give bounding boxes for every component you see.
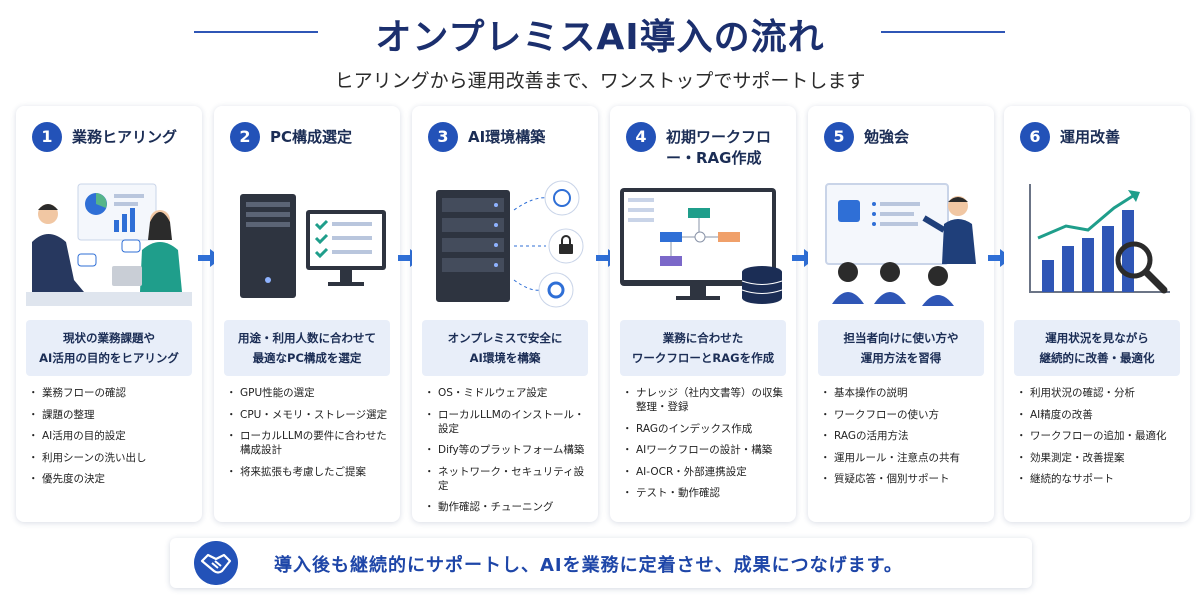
step-card-4: 4 初期ワークフロー・RAG作成 業務に合わせた ワークフローとRAGを作成 ナ… xyxy=(610,106,796,522)
step-bullets: OS・ミドルウェア設定 ローカルLLMのインストール・設定 Dify等のプラット… xyxy=(424,386,592,522)
summary-line: 運用状況を見ながら xyxy=(1045,331,1149,345)
summary-line: 運用方法を習得 xyxy=(860,351,942,365)
summary-line: 最適なPC構成を選定 xyxy=(252,351,362,365)
handshake-icon xyxy=(194,541,238,585)
step-summary: 担当者向けに使い方や 運用方法を習得 xyxy=(818,320,984,376)
summary-line: AI環境を構築 xyxy=(469,351,541,365)
list-item: ナレッジ（社内文書等）の収集整理・登録 xyxy=(622,386,790,414)
title-rule-right xyxy=(881,31,1005,33)
step-title: AI環境構築 xyxy=(468,128,546,146)
step-summary: オンプレミスで安全に AI環境を構築 xyxy=(422,320,588,376)
list-item: 継続的なサポート xyxy=(1016,472,1184,486)
seminar-illustration-icon xyxy=(825,183,976,306)
step-number: 5 xyxy=(824,122,854,152)
step-bullets: 基本操作の説明 ワークフローの使い方 RAGの活用方法 運用ルール・注意点の共有… xyxy=(820,386,988,494)
step-header: 6 運用改善 xyxy=(1020,122,1182,172)
list-item: RAGのインデックス作成 xyxy=(622,422,790,436)
summary-line: AI活用の目的をヒアリング xyxy=(39,351,179,365)
step-title: 業務ヒアリング xyxy=(72,128,178,146)
summary-line: 用途・利用人数に合わせて xyxy=(238,331,376,345)
support-banner: 導入後も継続的にサポートし、AIを業務に定着させ、成果につなげます。 xyxy=(170,538,1032,588)
list-item: RAGの活用方法 xyxy=(820,429,988,443)
list-item: 利用状況の確認・分析 xyxy=(1016,386,1184,400)
list-item: AIワークフローの設計・構築 xyxy=(622,443,790,457)
step-card-1: 1 業務ヒアリング 現状の業務課題や AI活用の目的をヒアリング 業務フローの確… xyxy=(16,106,202,522)
list-item: テスト・動作確認 xyxy=(622,486,790,500)
list-item: 課題の整理 xyxy=(28,408,196,422)
step-number: 1 xyxy=(32,122,62,152)
step-bullets: GPU性能の選定 CPU・メモリ・ストレージ選定 ローカルLLMの要件に合わせた… xyxy=(226,386,394,486)
list-item: AI活用の目的設定 xyxy=(28,429,196,443)
list-item: CPU・メモリ・ストレージ選定 xyxy=(226,408,394,422)
meeting-illustration-icon xyxy=(26,183,192,306)
list-item: 運用ルール・注意点の共有 xyxy=(820,451,988,465)
step-card-3: 3 AI環境構築 オンプレミスで安全に AI環境を構築 OS・ミドルウェア設定 … xyxy=(412,106,598,522)
summary-line: 担当者向けに使い方や xyxy=(843,331,959,345)
step-title: 初期ワークフロー・RAG作成 xyxy=(666,128,772,167)
list-item: ローカルLLMの要件に合わせた構成設計 xyxy=(226,429,394,457)
step-header: 5 勉強会 xyxy=(824,122,986,172)
server-illustration-icon xyxy=(436,180,584,308)
step-title: 運用改善 xyxy=(1060,128,1121,146)
step-title: PC構成選定 xyxy=(270,128,353,146)
list-item: 動作確認・チューニング xyxy=(424,500,592,514)
step-number: 4 xyxy=(626,122,656,152)
list-item: 質疑応答・個別サポート xyxy=(820,472,988,486)
list-item: GPU性能の選定 xyxy=(226,386,394,400)
step-summary: 用途・利用人数に合わせて 最適なPC構成を選定 xyxy=(224,320,390,376)
list-item: ローカルLLMのインストール・設定 xyxy=(424,408,592,436)
list-item: 基本操作の説明 xyxy=(820,386,988,400)
step-header: 1 業務ヒアリング xyxy=(32,122,194,172)
list-item: AI精度の改善 xyxy=(1016,408,1184,422)
step-number: 3 xyxy=(428,122,458,152)
step-summary: 業務に合わせた ワークフローとRAGを作成 xyxy=(620,320,786,376)
summary-line: 現状の業務課題や xyxy=(63,331,155,345)
step-title: 勉強会 xyxy=(864,128,910,146)
step-card-5: 5 勉強会 担当者向けに使い方や 運用方法を習得 基本操作の説明 ワークフローの… xyxy=(808,106,994,522)
page-subtitle: ヒアリングから運用改善まで、ワンストップでサポートします xyxy=(334,70,866,92)
step-card-2: 2 PC構成選定 用途・利用人数に合わせて 最適なPC構成を選定 GPU性能の選… xyxy=(214,106,400,522)
list-item: 優先度の決定 xyxy=(28,472,196,486)
pc-selection-illustration-icon xyxy=(240,194,386,298)
step-bullets: 業務フローの確認 課題の整理 AI活用の目的設定 利用シーンの洗い出し 優先度の… xyxy=(28,386,196,494)
summary-line: 継続的に改善・最適化 xyxy=(1039,351,1155,365)
support-message: 導入後も継続的にサポートし、AIを業務に定着させ、成果につなげます。 xyxy=(274,555,903,576)
page-header: オンプレミスAI導入の流れ ヒアリングから運用改善まで、ワンストップでサポートし… xyxy=(0,0,1200,100)
summary-line: 業務に合わせた xyxy=(662,331,744,345)
step-bullets: 利用状況の確認・分析 AI精度の改善 ワークフローの追加・最適化 効果測定・改善… xyxy=(1016,386,1184,494)
summary-line: ワークフローとRAGを作成 xyxy=(631,351,775,365)
step-number: 6 xyxy=(1020,122,1050,152)
list-item: ネットワーク・セキュリティ設定 xyxy=(424,465,592,493)
list-item: AI-OCR・外部連携設定 xyxy=(622,465,790,479)
step-header: 2 PC構成選定 xyxy=(230,122,392,172)
list-item: ワークフローの追加・最適化 xyxy=(1016,429,1184,443)
step-summary: 現状の業務課題や AI活用の目的をヒアリング xyxy=(26,320,192,376)
list-item: 将来拡張も考慮したご提案 xyxy=(226,465,394,479)
title-rule-left xyxy=(194,31,318,33)
page-title: オンプレミスAI導入の流れ xyxy=(375,17,825,58)
list-item: 効果測定・改善提案 xyxy=(1016,451,1184,465)
growth-chart-illustration-icon xyxy=(1029,184,1170,294)
list-item: 業務フローの確認 xyxy=(28,386,196,400)
step-card-6: 6 運用改善 運用状況を見ながら 継続的に改善・最適化 利用状況の確認・分析 A… xyxy=(1004,106,1190,522)
step-number: 2 xyxy=(230,122,260,152)
step-header: 4 初期ワークフロー・RAG作成 xyxy=(626,122,788,172)
step-bullets: ナレッジ（社内文書等）の収集整理・登録 RAGのインデックス作成 AIワークフロ… xyxy=(622,386,790,508)
summary-line: オンプレミスで安全に xyxy=(447,331,563,345)
list-item: 利用シーンの洗い出し xyxy=(28,451,196,465)
list-item: Dify等のプラットフォーム構築 xyxy=(424,443,592,457)
list-item: ワークフローの使い方 xyxy=(820,408,988,422)
list-item: OS・ミドルウェア設定 xyxy=(424,386,592,400)
step-header: 3 AI環境構築 xyxy=(428,122,590,172)
workflow-illustration-icon xyxy=(620,188,783,304)
step-summary: 運用状況を見ながら 継続的に改善・最適化 xyxy=(1014,320,1180,376)
